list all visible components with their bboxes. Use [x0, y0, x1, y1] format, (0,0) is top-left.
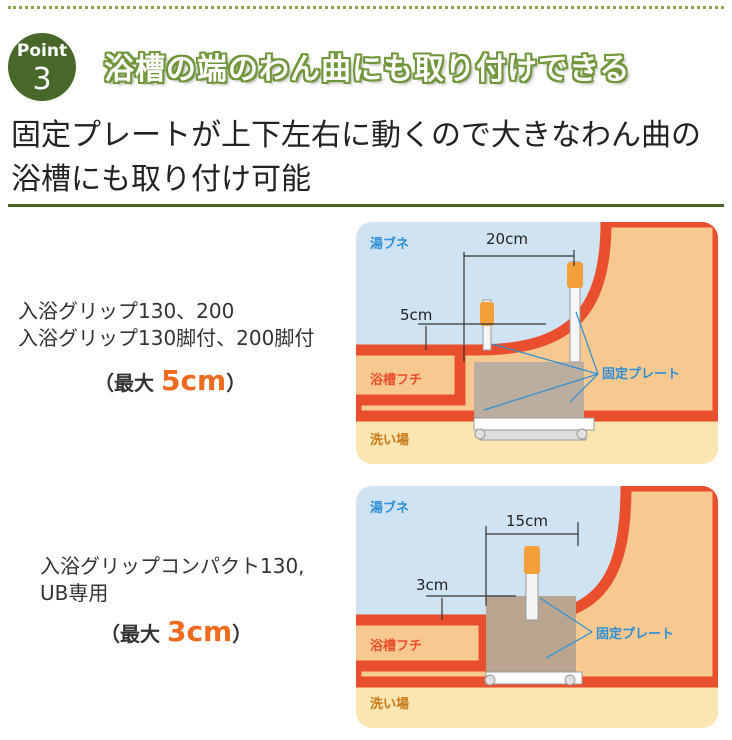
- paren-close: ）: [232, 622, 253, 646]
- subheading-line-1: 固定プレートが上下左右に動くので大きなわん曲の: [11, 118, 701, 153]
- product-name: UB専用: [40, 581, 109, 605]
- subheading-line-2: 浴槽にも取り付け可能: [11, 162, 311, 197]
- label-tub: 湯ブネ: [370, 236, 409, 252]
- clamp-arm-1: [480, 299, 494, 351]
- product-name: 入浴グリップ130、200: [18, 299, 235, 323]
- max-value: 5cm: [160, 364, 227, 397]
- max-adjust-2: （最大 3cm）: [100, 615, 252, 648]
- max-label: 最大: [114, 371, 154, 395]
- rim-band: [356, 614, 490, 672]
- product-name: 入浴グリップ130脚付、200脚付: [18, 326, 315, 350]
- product-list-1: 入浴グリップ130、200 入浴グリップ130脚付、200脚付: [18, 298, 314, 352]
- label-tub: 湯ブネ: [370, 500, 409, 516]
- dimension-height: [418, 323, 546, 350]
- label-floor: 洗い場: [370, 696, 409, 712]
- diagram-1: 湯ブネ 20cm 5cm 浴槽フチ 固定プレート 洗い場: [356, 222, 718, 464]
- label-rim: 浴槽フチ: [370, 638, 422, 654]
- dimension-height: [426, 595, 516, 620]
- label-rim: 浴槽フチ: [370, 372, 422, 388]
- rim-band: [356, 344, 466, 406]
- label-height: 5cm: [400, 306, 432, 324]
- point-badge: Point 3: [8, 33, 76, 101]
- max-value: 3cm: [166, 615, 233, 648]
- dotted-top-rule: [8, 6, 724, 9]
- paren-close: ）: [226, 371, 247, 395]
- label-plate: 固定プレート: [602, 366, 680, 382]
- plate-pointers: [483, 311, 599, 411]
- max-adjust-1: （最大 5cm）: [94, 364, 246, 397]
- product-list-2: 入浴グリップコンパクト130, UB専用: [40, 553, 305, 607]
- point-word: Point: [16, 41, 68, 61]
- subheading: 固定プレートが上下左右に動くので大きなわん曲の 浴槽にも取り付け可能: [11, 114, 723, 202]
- label-height: 3cm: [416, 576, 448, 594]
- clamp-arm-2: [567, 261, 583, 363]
- label-plate: 固定プレート: [596, 626, 674, 642]
- paren-open: （: [94, 371, 114, 395]
- dimension-width: [463, 250, 575, 362]
- green-divider: [8, 204, 724, 207]
- grip-base: [473, 362, 595, 441]
- clamp-arm: [524, 546, 540, 621]
- label-width: 20cm: [486, 230, 528, 248]
- plate-pointers: [539, 597, 593, 659]
- label-width: 15cm: [506, 512, 548, 530]
- label-floor: 洗い場: [370, 432, 409, 448]
- dimension-width: [485, 522, 579, 606]
- max-label: 最大: [120, 622, 160, 646]
- diagram-2: 湯ブネ 15cm 3cm 浴槽フチ 固定プレート 洗い場: [356, 486, 718, 728]
- product-name: 入浴グリップコンパクト130,: [40, 554, 305, 578]
- headline: 浴槽の端のわん曲にも取り付けできる: [104, 52, 631, 87]
- point-number: 3: [32, 62, 52, 97]
- paren-open: （: [100, 622, 120, 646]
